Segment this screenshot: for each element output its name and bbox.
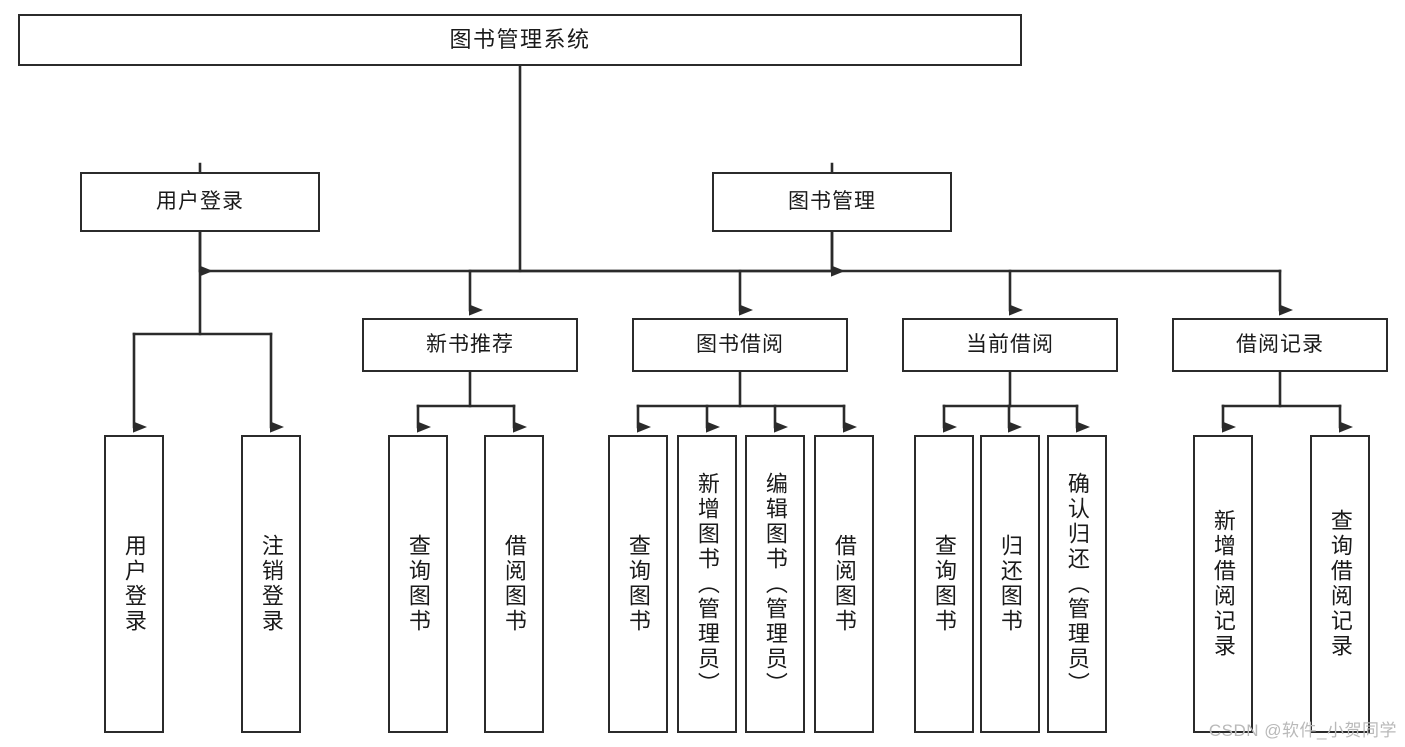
node-leaf-current-return-book-label: 归还图书 [997, 534, 1023, 634]
node-leaf-recommend-borrow-book[interactable]: 借阅图书 [484, 435, 544, 733]
node-leaf-record-add[interactable]: 新增借阅记录 [1193, 435, 1253, 733]
node-leaf-borrow-query-book[interactable]: 查询图书 [608, 435, 668, 733]
node-root-system-label: 图书管理系统 [449, 26, 591, 52]
node-leaf-user-logout[interactable]: 注销登录 [241, 435, 301, 733]
node-leaf-borrow-edit-book-admin[interactable]: 编辑图书（管理员） [745, 435, 805, 733]
node-leaf-borrow-borrow-book[interactable]: 借阅图书 [814, 435, 874, 733]
node-leaf-borrow-borrow-book-label: 借阅图书 [831, 534, 857, 634]
node-leaf-user-login-label: 用户登录 [121, 534, 147, 634]
node-leaf-current-confirm-return-admin[interactable]: 确认归还（管理员） [1047, 435, 1107, 733]
node-book-borrow[interactable]: 图书借阅 [632, 318, 848, 372]
node-leaf-current-return-book[interactable]: 归还图书 [980, 435, 1040, 733]
node-user-login-label: 用户登录 [156, 190, 244, 214]
node-current-borrow-label: 当前借阅 [966, 333, 1054, 357]
node-leaf-user-login[interactable]: 用户登录 [104, 435, 164, 733]
node-leaf-recommend-borrow-book-label: 借阅图书 [501, 534, 527, 634]
node-leaf-current-query-book-label: 查询图书 [931, 534, 957, 634]
node-root-system[interactable]: 图书管理系统 [18, 14, 1022, 66]
watermark-text: CSDN @软件_小贺同学 [1208, 721, 1397, 740]
node-borrow-record[interactable]: 借阅记录 [1172, 318, 1388, 372]
node-leaf-current-query-book[interactable]: 查询图书 [914, 435, 974, 733]
node-leaf-record-add-label: 新增借阅记录 [1210, 509, 1236, 659]
node-leaf-borrow-add-book-admin[interactable]: 新增图书（管理员） [677, 435, 737, 733]
node-book-borrow-label: 图书借阅 [696, 333, 784, 357]
node-new-book-recommend[interactable]: 新书推荐 [362, 318, 578, 372]
node-leaf-borrow-query-book-label: 查询图书 [625, 534, 651, 634]
node-leaf-recommend-query-book[interactable]: 查询图书 [388, 435, 448, 733]
node-leaf-record-query-label: 查询借阅记录 [1327, 509, 1353, 659]
node-leaf-borrow-add-book-admin-label: 新增图书（管理员） [694, 471, 720, 697]
node-new-book-recommend-label: 新书推荐 [426, 333, 514, 357]
node-current-borrow[interactable]: 当前借阅 [902, 318, 1118, 372]
node-user-login[interactable]: 用户登录 [80, 172, 320, 232]
node-leaf-record-query[interactable]: 查询借阅记录 [1310, 435, 1370, 733]
node-leaf-recommend-query-book-label: 查询图书 [405, 534, 431, 634]
node-book-management-label: 图书管理 [788, 190, 876, 214]
node-leaf-current-confirm-return-admin-label: 确认归还（管理员） [1064, 471, 1090, 697]
node-leaf-borrow-edit-book-admin-label: 编辑图书（管理员） [762, 471, 788, 697]
node-book-management[interactable]: 图书管理 [712, 172, 952, 232]
node-leaf-user-logout-label: 注销登录 [258, 534, 284, 634]
node-borrow-record-label: 借阅记录 [1236, 333, 1324, 357]
